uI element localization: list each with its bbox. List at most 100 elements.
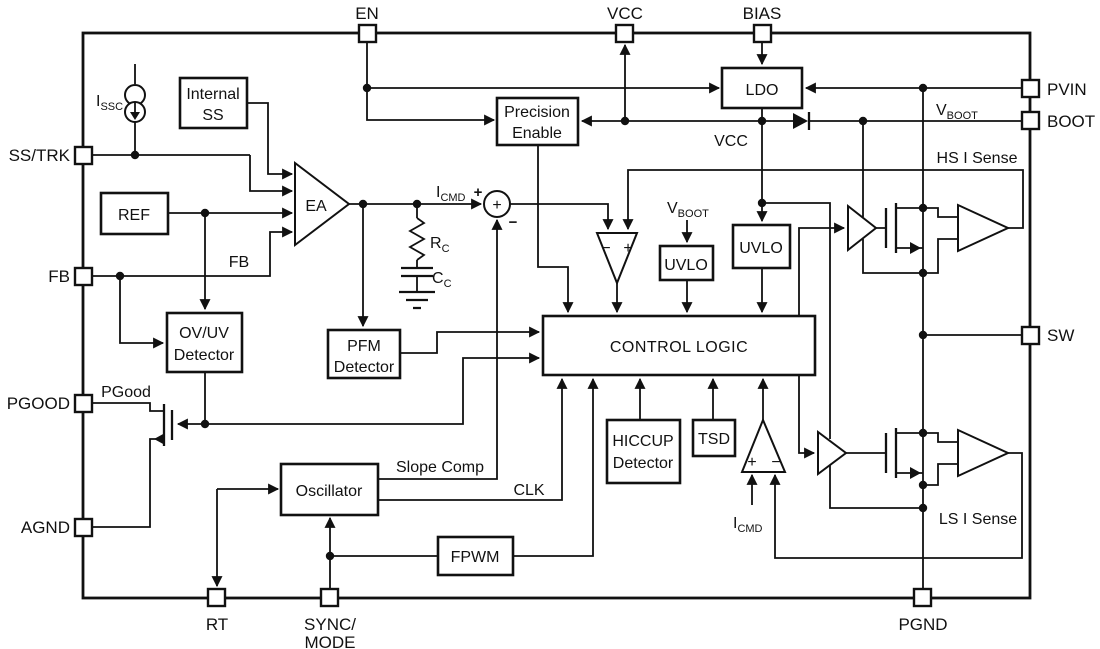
- wire-ovuv-to-control: [205, 352, 541, 425]
- pin-sync-mode: [319, 587, 340, 608]
- block-ldo: LDO: [720, 66, 804, 110]
- block-ov-uv-detector: OV/UV Detector: [165, 311, 244, 374]
- sum-outer-minus: −: [509, 214, 518, 231]
- ldo-label: LDO: [746, 82, 779, 99]
- pin-label-pgood: PGOOD: [7, 394, 70, 413]
- wire-fb-to-ea: [91, 226, 294, 277]
- pin-rt: [206, 587, 227, 608]
- ref-label: REF: [118, 207, 150, 224]
- pin-bias: [752, 23, 773, 44]
- pfm-label-1: PFM: [347, 338, 381, 355]
- pin-label-agnd: AGND: [21, 518, 70, 537]
- wire-sum-to-comparator: [510, 203, 614, 231]
- pin-label-ss-trk: SS/TRK: [9, 146, 71, 165]
- wire-pfm-to-control: [400, 326, 541, 354]
- precision-enable-label-2: Enable: [512, 125, 562, 142]
- oscillator-label: Oscillator: [296, 483, 363, 500]
- wire-ls-i-sense: [769, 452, 1023, 559]
- ls-fet-source-arrow: [910, 467, 921, 479]
- pin-vcc: [614, 23, 635, 44]
- block-ref: REF: [99, 191, 170, 236]
- hs-sense-amplifier: [957, 203, 1011, 253]
- pgood-fet-source-arrow: [154, 433, 165, 445]
- cc-label: CC: [432, 270, 452, 290]
- block-hiccup-detector: HICCUP Detector: [605, 418, 682, 485]
- pin-label-rt: RT: [206, 615, 228, 634]
- pins: [73, 23, 1041, 608]
- ov-uv-label-1: OV/UV: [179, 325, 229, 342]
- pin-pgnd: [912, 587, 933, 608]
- internal-ss-label-1: Internal: [186, 86, 239, 103]
- ls-sense-amplifier: [957, 428, 1011, 478]
- icmd2-label: ICMD: [733, 515, 763, 535]
- cmp2-plus-sign: +: [747, 454, 756, 471]
- junction-dots: [115, 83, 928, 561]
- pfm-label-2: Detector: [334, 359, 395, 376]
- block-tsd: TSD: [691, 418, 737, 458]
- pwm-comparator: − +: [595, 232, 639, 286]
- pin-label-en: EN: [355, 4, 379, 23]
- summing-node: + + −: [474, 184, 518, 231]
- vboot-uvlo-label: VBOOT: [667, 200, 709, 220]
- uvlo-boot-label: UVLO: [664, 257, 708, 274]
- control-logic-label: CONTROL LOGIC: [610, 339, 748, 356]
- wire-precision-enable-out: [537, 145, 574, 314]
- block-fpwm: FPWM: [436, 535, 515, 577]
- pin-label-sw: SW: [1047, 326, 1074, 345]
- wire-sstrk-to-ea: [249, 155, 294, 197]
- block-internal-ss: Internal SS: [178, 76, 249, 130]
- wires-plain: [91, 64, 1022, 590]
- hs-fet-source-arrow: [910, 242, 921, 254]
- wire-fb-to-ovuv: [119, 276, 165, 349]
- current-source-icon: [124, 84, 146, 123]
- block-oscillator: Oscillator: [279, 462, 380, 517]
- cmp-plus-sign: +: [623, 240, 632, 257]
- precision-enable-label-1: Precision: [504, 104, 570, 121]
- pin-agnd: [73, 517, 94, 538]
- cmp2-minus-sign: −: [771, 454, 780, 471]
- ls-gate-driver: [817, 430, 848, 476]
- pin-label-pgnd: PGND: [898, 615, 947, 634]
- block-precision-enable: Precision Enable: [495, 96, 580, 147]
- block-control-logic: CONTROL LOGIC: [541, 314, 817, 377]
- pin-label-sync: SYNC/: [304, 615, 356, 634]
- hiccup-label-2: Detector: [613, 455, 674, 472]
- error-amplifier: [294, 160, 351, 248]
- ground-icon: [399, 290, 435, 310]
- cmp-minus-sign: −: [601, 240, 610, 257]
- pin-label-pvin: PVIN: [1047, 80, 1087, 99]
- clk-label: CLK: [513, 482, 544, 499]
- issc-label: ISSC: [96, 93, 123, 113]
- bootstrap-diode-icon: [793, 113, 808, 129]
- ls-i-sense-label: LS I Sense: [939, 511, 1017, 528]
- rc-label: RC: [430, 235, 450, 255]
- icmd-label: ICMD: [436, 184, 466, 204]
- tsd-label: TSD: [698, 431, 730, 448]
- ov-uv-label-2: Detector: [174, 347, 235, 364]
- pin-pgood: [73, 393, 94, 414]
- pin-en: [357, 23, 378, 44]
- block-uvlo-boot: UVLO: [658, 244, 715, 282]
- compensation-resistor: [408, 217, 426, 261]
- hs-gate-driver: [847, 203, 878, 253]
- fpwm-label: FPWM: [451, 549, 500, 566]
- block-pfm-detector: PFM Detector: [326, 328, 402, 380]
- wire-control-to-hs-driver: [798, 222, 846, 316]
- hs-i-sense-label: HS I Sense: [937, 150, 1018, 167]
- pin-label-vcc: VCC: [607, 4, 643, 23]
- fb-net-label: FB: [229, 254, 249, 271]
- pin-sw: [1020, 325, 1041, 346]
- wire-en-to-precision-enable: [366, 41, 496, 126]
- hiccup-label-1: HICCUP: [612, 433, 673, 450]
- vboot-label: VBOOT: [936, 102, 978, 122]
- wire-hs-i-sense: [622, 169, 1024, 231]
- uvlo-vcc-label: UVLO: [739, 240, 783, 257]
- sum-outer-plus: +: [474, 184, 483, 201]
- pin-label-mode: MODE: [305, 633, 356, 649]
- pgood-net-label: PGood: [101, 384, 151, 401]
- pin-boot: [1020, 110, 1041, 131]
- sum-inner-sign: +: [492, 197, 501, 214]
- pin-label-bias: BIAS: [743, 4, 782, 23]
